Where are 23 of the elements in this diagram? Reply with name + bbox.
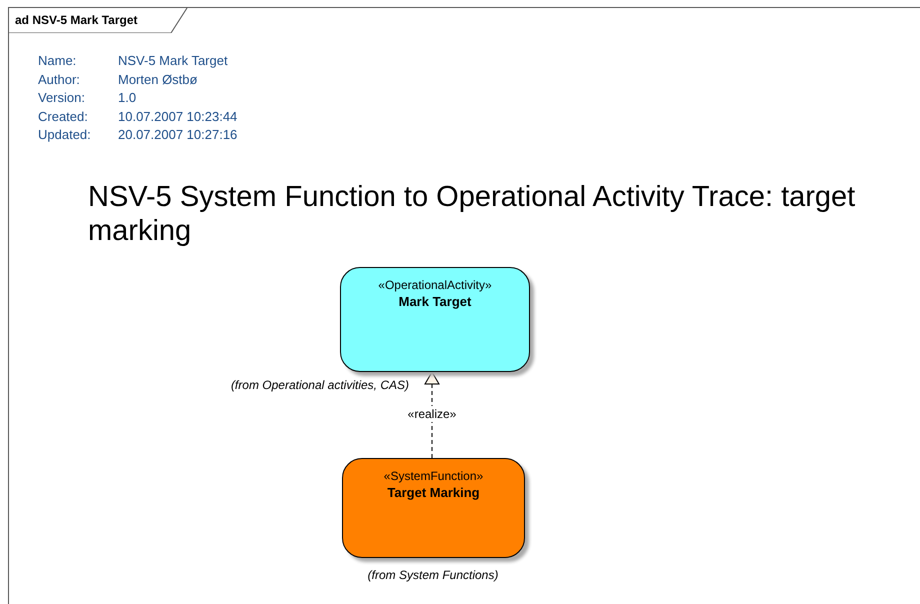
edge-label: «realize» xyxy=(406,406,458,422)
stereotype-label: «SystemFunction» xyxy=(382,469,484,483)
package-note: (from Operational activities, CAS) xyxy=(230,378,409,392)
frame-title: ad NSV-5 Mark Target xyxy=(15,13,138,27)
property-value: 20.07.2007 10:27:16 xyxy=(118,127,238,142)
realization-arrow xyxy=(424,372,440,458)
function-box xyxy=(342,458,525,558)
property-value: NSV-5 Mark Target xyxy=(118,53,228,68)
stereotype-label: «OperationalActivity» xyxy=(377,278,493,292)
package-note: (from System Functions) xyxy=(368,568,498,582)
property-value: Morten Østbø xyxy=(118,72,198,86)
property-name: Created: xyxy=(38,108,88,124)
node-name: Mark Target xyxy=(398,294,472,309)
property-name: Updated: xyxy=(38,127,91,142)
property-name: Name: xyxy=(38,53,76,68)
diagram-frame xyxy=(8,7,920,604)
activity-box xyxy=(340,267,530,372)
property-value: 1.0 xyxy=(118,90,136,105)
diagram-title: NSV-5 System Function to Operational Activity Trace: target marking xyxy=(88,180,856,248)
property-value: 10.07.2007 10:23:44 xyxy=(118,108,238,124)
node-name: Target Marking xyxy=(386,485,481,500)
property-name: Author: xyxy=(38,72,80,86)
property-name: Version: xyxy=(38,90,85,105)
